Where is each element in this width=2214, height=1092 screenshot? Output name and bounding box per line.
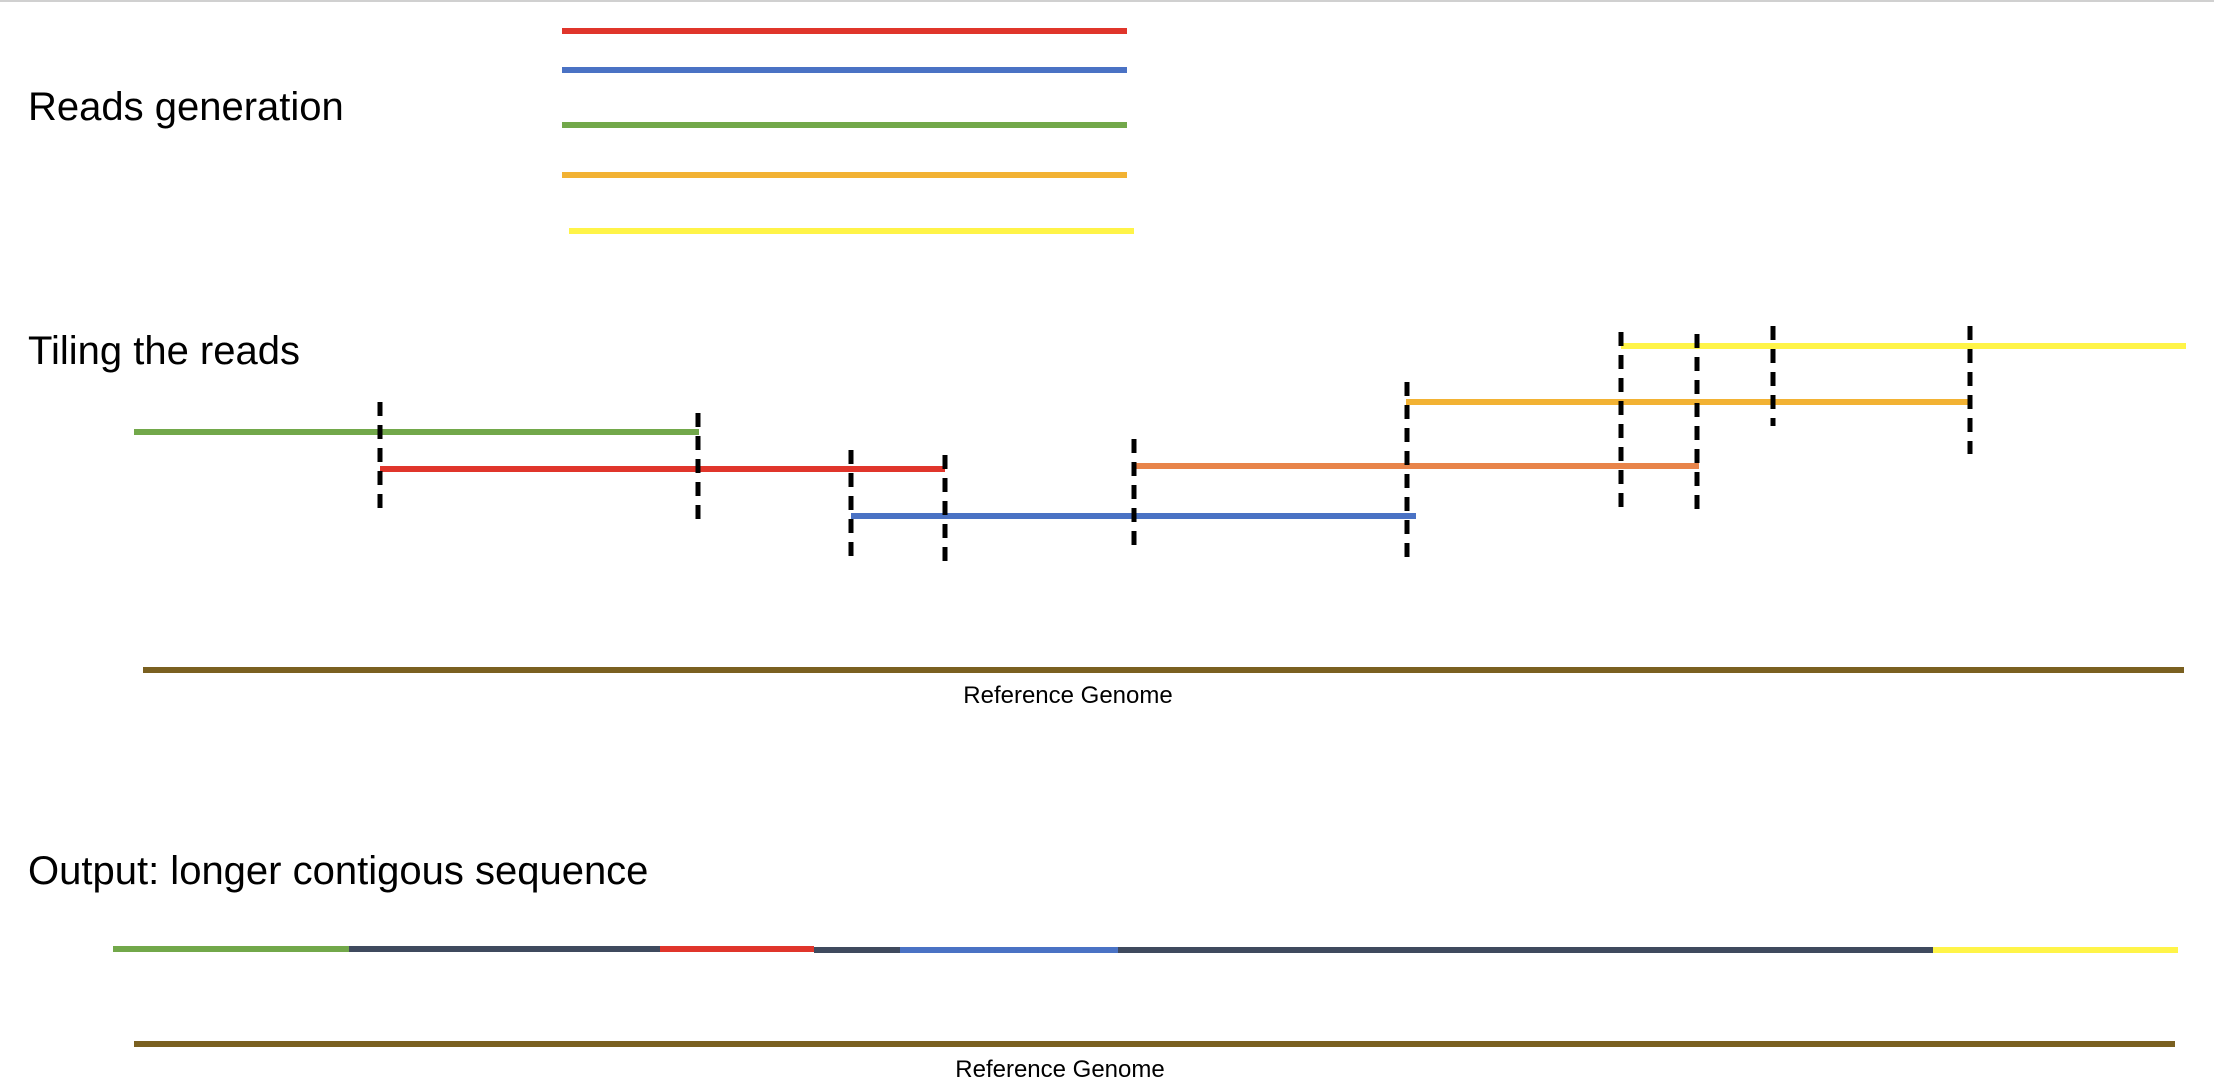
overlap-markers <box>377 326 1973 569</box>
title-reads-generation: Reads generation <box>28 85 344 129</box>
reference-genome-label: Reference Genome <box>963 682 1172 709</box>
generated-reads <box>562 28 1134 234</box>
title-output: Output: longer contigous sequence <box>28 849 648 893</box>
reference-genome-label-output: Reference Genome <box>955 1056 1164 1083</box>
tiled-reads <box>134 343 2186 519</box>
title-tiling-reads: Tiling the reads <box>28 329 300 373</box>
output-contig <box>113 946 2178 953</box>
